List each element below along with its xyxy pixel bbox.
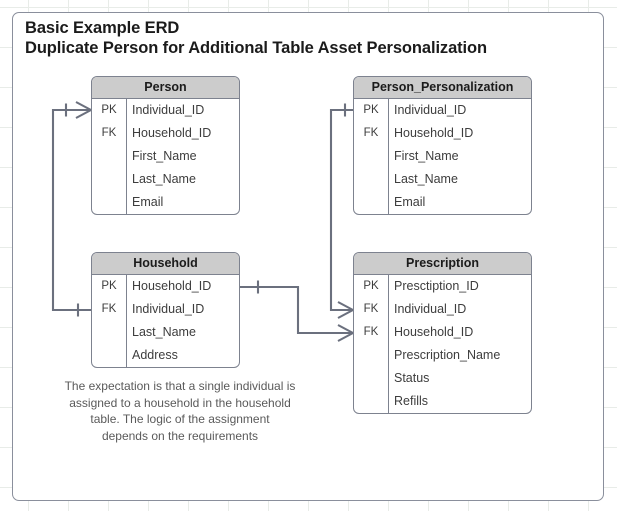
table-row[interactable]: FK Household_ID xyxy=(354,321,531,344)
table-row[interactable]: Last_Name xyxy=(354,168,531,191)
connector-personalization-prescription xyxy=(329,108,353,312)
table-row[interactable]: PK Household_ID xyxy=(92,275,239,298)
title-line-1: Basic Example ERD xyxy=(25,19,180,37)
table-row[interactable]: Email xyxy=(354,191,531,214)
field-name: Address xyxy=(132,348,178,362)
column-divider xyxy=(126,275,128,367)
entity-table-title-household: Household xyxy=(92,253,239,275)
field-name: First_Name xyxy=(132,149,197,163)
table-row[interactable]: Last_Name xyxy=(92,168,239,191)
caption-line-2: assigned to a household in the household xyxy=(69,395,291,410)
caption-line-4: depends on the requirements xyxy=(101,428,259,443)
field-name: Email xyxy=(394,195,426,209)
crowsfoot-person xyxy=(75,101,92,119)
connector-household-prescription xyxy=(240,285,353,335)
key-label: FK xyxy=(363,326,379,338)
field-name: Last_Name xyxy=(132,325,196,339)
field-name: Presctiption_ID xyxy=(394,279,479,293)
field-name: Individual_ID xyxy=(394,302,467,316)
field-name: Prescription_Name xyxy=(394,348,501,362)
table-row[interactable]: FK Household_ID xyxy=(92,122,239,145)
connector-household-person xyxy=(51,108,91,312)
field-name: Email xyxy=(132,195,164,209)
field-name: Individual_ID xyxy=(132,103,205,117)
crowsfoot-prescription-household xyxy=(337,324,354,342)
table-row[interactable]: First_Name xyxy=(92,145,239,168)
entity-table-title-person: Person xyxy=(92,77,239,99)
field-name: Last_Name xyxy=(132,172,196,186)
table-row[interactable]: FK Household_ID xyxy=(354,122,531,145)
table-row[interactable]: First_Name xyxy=(354,145,531,168)
key-label: PK xyxy=(101,104,117,116)
table-row[interactable]: PK Individual_ID xyxy=(354,99,531,122)
entity-table-title-person_personalization: Person_Personalization xyxy=(354,77,531,99)
crowsfoot-prescription-individual xyxy=(337,301,354,319)
key-label: PK xyxy=(363,280,379,292)
field-name: Individual_ID xyxy=(394,103,467,117)
table-row[interactable]: Last_Name xyxy=(92,321,239,344)
column-divider xyxy=(388,275,390,413)
table-row[interactable]: Email xyxy=(92,191,239,214)
caption-line-1: The expectation is that a single individ… xyxy=(64,379,296,393)
key-label: PK xyxy=(101,280,117,292)
column-divider xyxy=(126,99,128,214)
field-name: Household_ID xyxy=(132,126,212,140)
caption-line-3: table. The logic of the assignment xyxy=(90,412,270,426)
table-row[interactable]: FK Individual_ID xyxy=(92,298,239,321)
key-label: FK xyxy=(363,127,379,139)
table-row[interactable]: Refills xyxy=(354,390,531,413)
field-name: Last_Name xyxy=(394,172,458,186)
table-row[interactable]: PK Presctiption_ID xyxy=(354,275,531,298)
field-name: First_Name xyxy=(394,149,459,163)
field-name: Individual_ID xyxy=(132,302,205,316)
table-row[interactable]: PK Individual_ID xyxy=(92,99,239,122)
entity-table-title-prescription: Prescription xyxy=(354,253,531,275)
diagram-caption: The expectation is that a single individ… xyxy=(25,378,335,444)
field-name: Household_ID xyxy=(394,325,474,339)
field-name: Household_ID xyxy=(132,279,212,293)
field-name: Household_ID xyxy=(394,126,474,140)
table-row[interactable]: Status xyxy=(354,367,531,390)
key-label: FK xyxy=(101,127,117,139)
diagram-title: Basic Example ERD Duplicate Person for A… xyxy=(25,18,585,58)
field-name: Refills xyxy=(394,394,429,408)
entity-table-body-prescription: PK Presctiption_ID FK Individual_ID FK Househ… xyxy=(354,275,531,413)
column-divider xyxy=(388,99,390,214)
key-label: PK xyxy=(363,104,379,116)
field-name: Status xyxy=(394,371,430,385)
key-label: FK xyxy=(363,303,379,315)
title-line-2: Duplicate Person for Additional Table As… xyxy=(25,39,487,57)
key-label: FK xyxy=(101,303,117,315)
table-row[interactable]: Address xyxy=(92,344,239,367)
table-row[interactable]: FK Individual_ID xyxy=(354,298,531,321)
table-row[interactable]: Prescription_Name xyxy=(354,344,531,367)
